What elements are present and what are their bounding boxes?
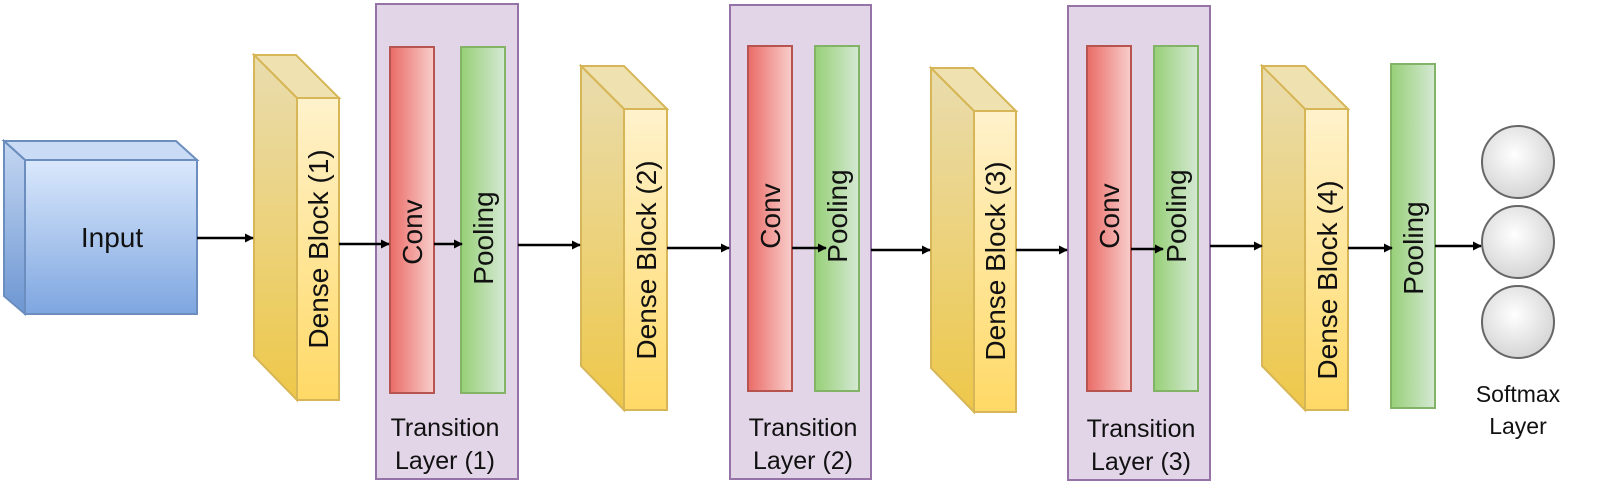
final-pooling: Pooling — [1390, 63, 1436, 409]
softmax-layer: Softmax Layer — [1476, 125, 1561, 439]
transition-layer-3-pooling-label: Pooling — [1161, 169, 1192, 262]
transition-layer-1-caption-line1: Transition — [391, 414, 500, 442]
transition-layer-1-caption-line2: Layer (1) — [395, 447, 495, 475]
input-block-top — [1, 140, 200, 161]
transition-layer-1: Conv Pooling Transition Layer (1) — [375, 3, 519, 480]
transition-layer-3-conv — [1086, 45, 1132, 392]
dense-block-1-label: Dense Block (1) — [303, 149, 334, 348]
dense-block-4: Dense Block (4) — [1259, 63, 1351, 413]
dense-block-2-front — [623, 108, 668, 411]
softmax-caption-line2: Layer — [1489, 413, 1547, 439]
transition-layer-3: Conv Pooling Transition Layer (3) — [1067, 5, 1211, 481]
final-pooling-bar — [1390, 63, 1436, 409]
transition-layer-3-conv-label: Conv — [1094, 183, 1125, 248]
dense-block-4-side — [1261, 63, 1306, 413]
transition-layer-1-pooling — [460, 46, 506, 394]
transition-layer-1-conv-label: Conv — [397, 199, 428, 264]
dense-block-1-front — [296, 97, 340, 401]
softmax-node-1 — [1481, 125, 1555, 199]
input-block-side — [3, 138, 26, 317]
final-pooling-label: Pooling — [1398, 201, 1429, 294]
transition-layer-2-pooling-label: Pooling — [822, 169, 853, 262]
transition-layer-3-caption-line1: Transition — [1087, 415, 1196, 443]
input-block-front — [24, 159, 198, 315]
transition-layer-2-pooling — [814, 45, 860, 392]
input-block: Input — [1, 138, 200, 317]
transition-layer-3-caption-line2: Layer (3) — [1091, 448, 1191, 476]
transition-layer-1-conv — [389, 46, 435, 394]
dense-block-3: Dense Block (3) — [928, 65, 1019, 415]
dense-block-1-side — [253, 52, 298, 403]
dense-block-2-label: Dense Block (2) — [631, 160, 662, 359]
input-label: Input — [81, 222, 143, 253]
transition-layer-2-caption-line1: Transition — [749, 414, 858, 442]
softmax-node-2 — [1481, 205, 1555, 279]
transition-layer-2: Conv Pooling Transition Layer (2) — [729, 4, 872, 480]
softmax-node-3 — [1481, 285, 1555, 359]
dense-block-1: Dense Block (1) — [251, 52, 342, 403]
dense-block-2: Dense Block (2) — [578, 63, 670, 413]
softmax-caption-line1: Softmax — [1476, 381, 1561, 407]
dense-block-3-front — [973, 110, 1017, 413]
transition-layer-2-conv-label: Conv — [755, 183, 786, 248]
dense-block-4-label: Dense Block (4) — [1312, 180, 1343, 379]
transition-layer-2-conv — [747, 45, 793, 392]
transition-layer-3-pooling — [1153, 45, 1199, 392]
dense-block-2-side — [580, 63, 625, 413]
dense-block-4-front — [1304, 108, 1349, 411]
dense-block-3-side — [930, 65, 975, 415]
transition-layer-2-caption-line2: Layer (2) — [753, 447, 853, 475]
dense-block-3-label: Dense Block (3) — [980, 161, 1011, 360]
connections — [197, 233, 1482, 255]
transition-layer-1-pooling-label: Pooling — [468, 191, 499, 284]
